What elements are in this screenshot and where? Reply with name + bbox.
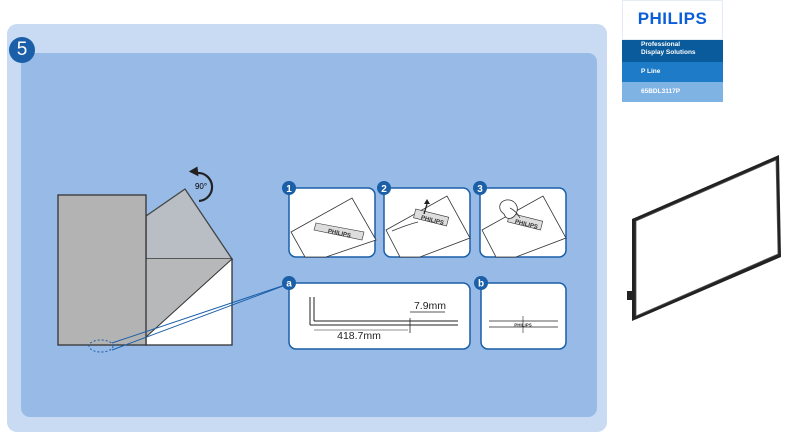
- brand-subtitle-band: [622, 40, 723, 62]
- substep-number-3: 3: [477, 184, 483, 195]
- rotate-90-icon: 90°: [188, 166, 214, 203]
- detail-a-card: 7.9mm 418.7mm a: [282, 276, 471, 350]
- substep-card-1: PHILIPS 1: [282, 181, 377, 258]
- rotation-label: 90°: [195, 182, 207, 191]
- philips-logo-centered: PHILIPS: [514, 323, 532, 328]
- display-rear-illustration: [57, 188, 234, 353]
- dimension-label-large: 418.7mm: [337, 330, 381, 342]
- callout-line: [111, 282, 292, 351]
- brand-subtitle-line1: Professional: [641, 41, 681, 48]
- brand-model-number: 65BDL3117P: [641, 88, 681, 95]
- philips-logo-sticker: PHILIPS: [327, 229, 351, 240]
- brand-product-line: P Line: [641, 68, 661, 75]
- philips-logo-sticker: PHILIPS: [420, 215, 444, 226]
- brand-line-band: [622, 62, 723, 82]
- step-number-badge: 5: [9, 37, 35, 63]
- philips-logo: PHILIPS: [637, 9, 708, 28]
- substep-card-3: PHILIPS 3: [473, 181, 567, 258]
- philips-logo-sticker: PHILIPS: [514, 219, 538, 230]
- detail-b-card: PHILIPS b: [474, 276, 567, 350]
- brand-logo-area: [622, 0, 723, 40]
- substep-number-1: 1: [286, 184, 292, 195]
- display-product-image: [627, 155, 781, 321]
- brand-model-band: [622, 82, 723, 102]
- substep-number-2: 2: [381, 184, 387, 195]
- detail-a-label: a: [286, 279, 292, 290]
- brand-subtitle: Professional Display Solutions: [641, 41, 696, 57]
- brand-subtitle-line2: Display Solutions: [641, 49, 696, 56]
- substep-card-2: PHILIPS 2: [377, 181, 471, 258]
- brand-card: PHILIPS Professional Display Solutions P…: [622, 0, 723, 102]
- callout-line: [111, 282, 292, 344]
- dimension-label-small: 7.9mm: [414, 300, 446, 312]
- detail-b-label: b: [478, 279, 484, 290]
